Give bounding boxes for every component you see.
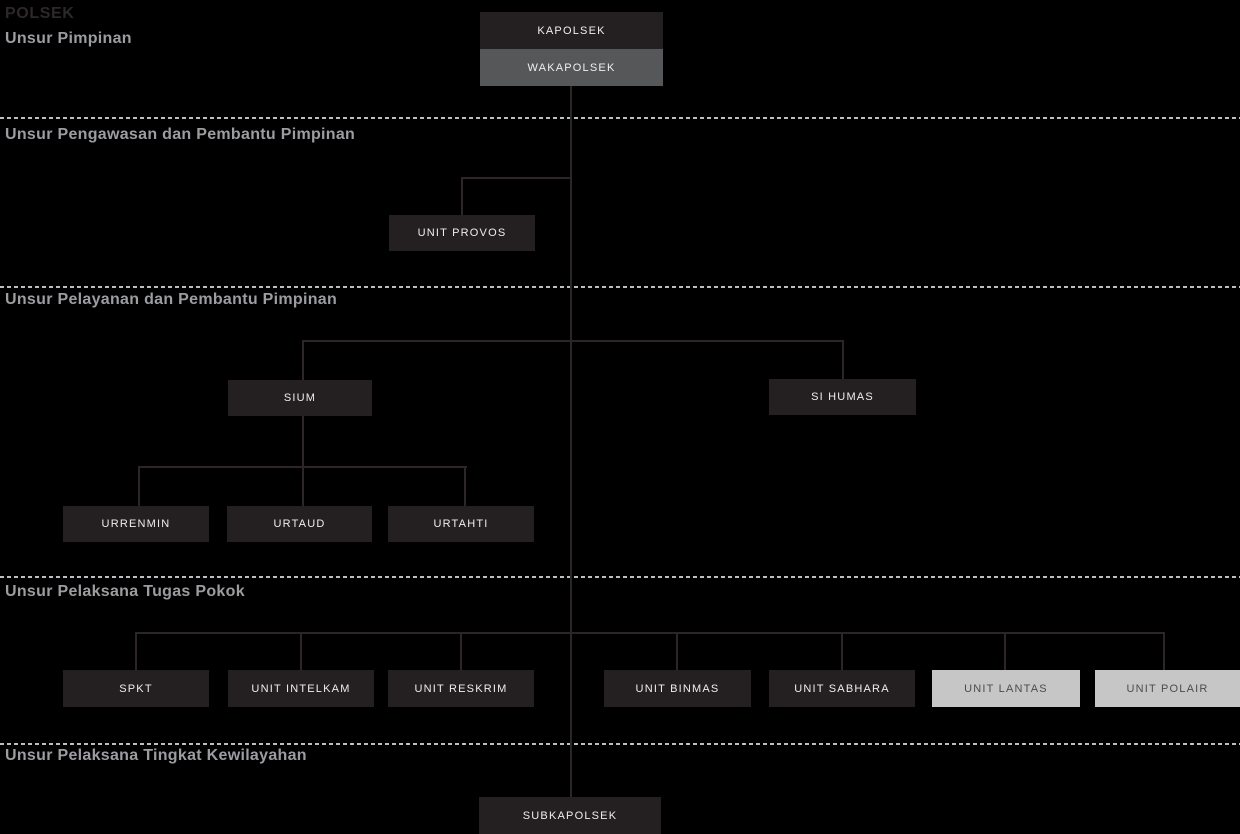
section-divider: [0, 576, 1240, 578]
node-kapolsek: KAPOLSEK: [480, 12, 663, 49]
connector-sabhara-drop: [841, 632, 843, 670]
section-divider: [0, 117, 1240, 119]
connector-row4-horizontal: [135, 632, 1165, 634]
node-wakapolsek: WAKAPOLSEK: [480, 49, 663, 86]
connector-provos-drop: [461, 177, 463, 215]
connector-urtahti-drop: [464, 466, 466, 506]
node-urrenmin: URRENMIN: [63, 506, 209, 542]
page-title: POLSEK: [5, 5, 75, 22]
section-label-unsur-pelayanan: Unsur Pelayanan dan Pembantu Pimpinan: [5, 291, 338, 308]
section-label-unsur-pimpinan: Unsur Pimpinan: [5, 30, 132, 47]
connector-row3-horizontal: [302, 340, 844, 342]
node-unit-polair: UNIT POLAIR: [1095, 670, 1240, 707]
section-label-unsur-pelaksana-tugas: Unsur Pelaksana Tugas Pokok: [5, 583, 245, 600]
connector-intelkam-drop: [300, 632, 302, 670]
node-si-humas: SI HUMAS: [769, 379, 916, 415]
node-unit-sabhara: UNIT SABHARA: [769, 670, 915, 707]
node-unit-binmas: UNIT BINMAS: [604, 670, 751, 707]
connector-urrenmin-drop: [138, 466, 140, 506]
node-unit-intelkam: UNIT INTELKAM: [228, 670, 374, 707]
connector-trunk: [570, 86, 572, 798]
node-urtahti: URTAHTI: [388, 506, 534, 542]
connector-reskrim-drop: [460, 632, 462, 670]
section-divider: [0, 743, 1240, 745]
connector-binmas-drop: [676, 632, 678, 670]
connector-provos-horizontal: [461, 177, 572, 179]
connector-spkt-drop: [135, 632, 137, 670]
connector-sium-stem: [302, 416, 304, 468]
connector-polair-drop: [1163, 632, 1165, 670]
connector-lantas-drop: [1004, 632, 1006, 670]
node-unit-lantas: UNIT LANTAS: [932, 670, 1080, 707]
node-unit-reskrim: UNIT RESKRIM: [388, 670, 534, 707]
section-divider: [0, 286, 1240, 288]
section-label-unsur-pengawasan: Unsur Pengawasan dan Pembantu Pimpinan: [5, 126, 356, 143]
node-unit-provos: UNIT PROVOS: [389, 215, 535, 251]
node-urtaud: URTAUD: [227, 506, 372, 542]
connector-sihumas-drop: [842, 340, 844, 379]
connector-sium-drop: [302, 340, 304, 380]
section-label-unsur-pelaksana-kewilayahan: Unsur Pelaksana Tingkat Kewilayahan: [5, 747, 307, 764]
node-subkapolsek: SUBKAPOLSEK: [479, 797, 661, 834]
node-spkt: SPKT: [63, 670, 209, 707]
node-sium: SIUM: [228, 380, 372, 416]
connector-urtaud-drop: [302, 466, 304, 506]
